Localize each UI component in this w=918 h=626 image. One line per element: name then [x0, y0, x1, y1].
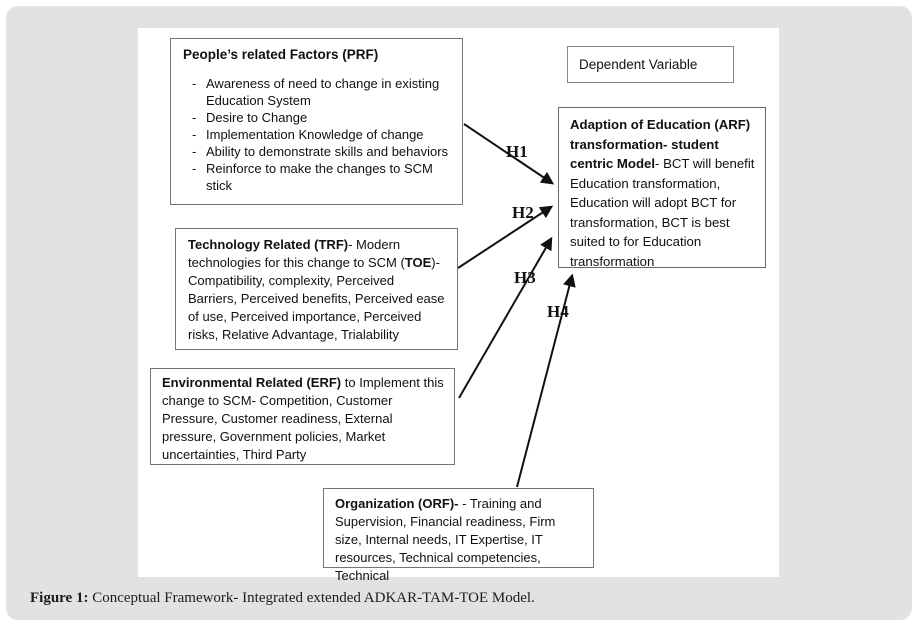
arf-title: Adaption of Education (ARF) transformati… — [570, 117, 751, 171]
bullet-dash: - — [192, 144, 197, 159]
bullet-dash: - — [192, 76, 197, 91]
prf-item: - Desire to Change — [183, 109, 452, 126]
bullet-dash: - — [192, 110, 197, 125]
erf-title: Environmental Related (ERF) — [162, 375, 342, 390]
prf-item-text: Reinforce to make the changes to SCM sti… — [206, 161, 433, 193]
erf-text: to Implement this change to SCM- Competi… — [162, 375, 444, 462]
trf-text-1: - Modern technologies for this change to… — [188, 237, 405, 270]
figure-caption-text: Conceptual Framework- Integrated extende… — [88, 590, 535, 606]
prf-item: - Reinforce to make the changes to SCM s… — [183, 160, 452, 194]
prf-title: People’s related Factors (PRF) — [183, 47, 379, 62]
trf-text-2: )- Compatibility, complexity, Perceived … — [188, 255, 445, 342]
arf-text: - BCT will benefit Education transformat… — [570, 156, 755, 269]
bullet-dash: - — [192, 127, 197, 142]
prf-item: - Awareness of need to change in existin… — [183, 75, 452, 109]
h4-label: H4 — [547, 302, 569, 321]
h2-label: H2 — [512, 203, 534, 222]
dependent-variable-box: Dependent Variable — [567, 46, 734, 83]
orf-title: Organization (ORF)- — [335, 496, 459, 511]
prf-item-text: Ability to demonstrate skills and behavi… — [206, 144, 449, 159]
orf-text: - Training and Supervision, Financial re… — [335, 496, 556, 583]
prf-box: People’s related Factors (PRF) - Awarene… — [170, 38, 463, 205]
h1-label: H1 — [506, 142, 528, 161]
orf-box: Organization (ORF)- - Training and Super… — [323, 488, 594, 583]
trf-toe-bold: TOE — [404, 255, 432, 270]
figure-caption-label: Figure 1: — [30, 590, 89, 606]
figure-caption: Figure 1: Conceptual Framework- Integrat… — [30, 590, 535, 607]
prf-item-text: Awareness of need to change in existing … — [206, 76, 440, 108]
prf-item: - Implementation Knowledge of change — [183, 126, 452, 143]
trf-title: Technology Related (TRF) — [188, 237, 349, 252]
prf-item-text: Implementation Knowledge of change — [206, 127, 424, 142]
erf-box: Environmental Related (ERF) to Implement… — [150, 368, 455, 465]
arf-box: Adaption of Education (ARF) transformati… — [558, 107, 766, 269]
h3-label: H3 — [514, 268, 536, 287]
trf-box: Technology Related (TRF)- Modern technol… — [175, 228, 458, 350]
dependent-variable-label: Dependent Variable — [579, 56, 698, 72]
prf-item: - Ability to demonstrate skills and beha… — [183, 143, 452, 160]
bullet-dash: - — [192, 161, 197, 176]
prf-item-text: Desire to Change — [206, 110, 308, 125]
